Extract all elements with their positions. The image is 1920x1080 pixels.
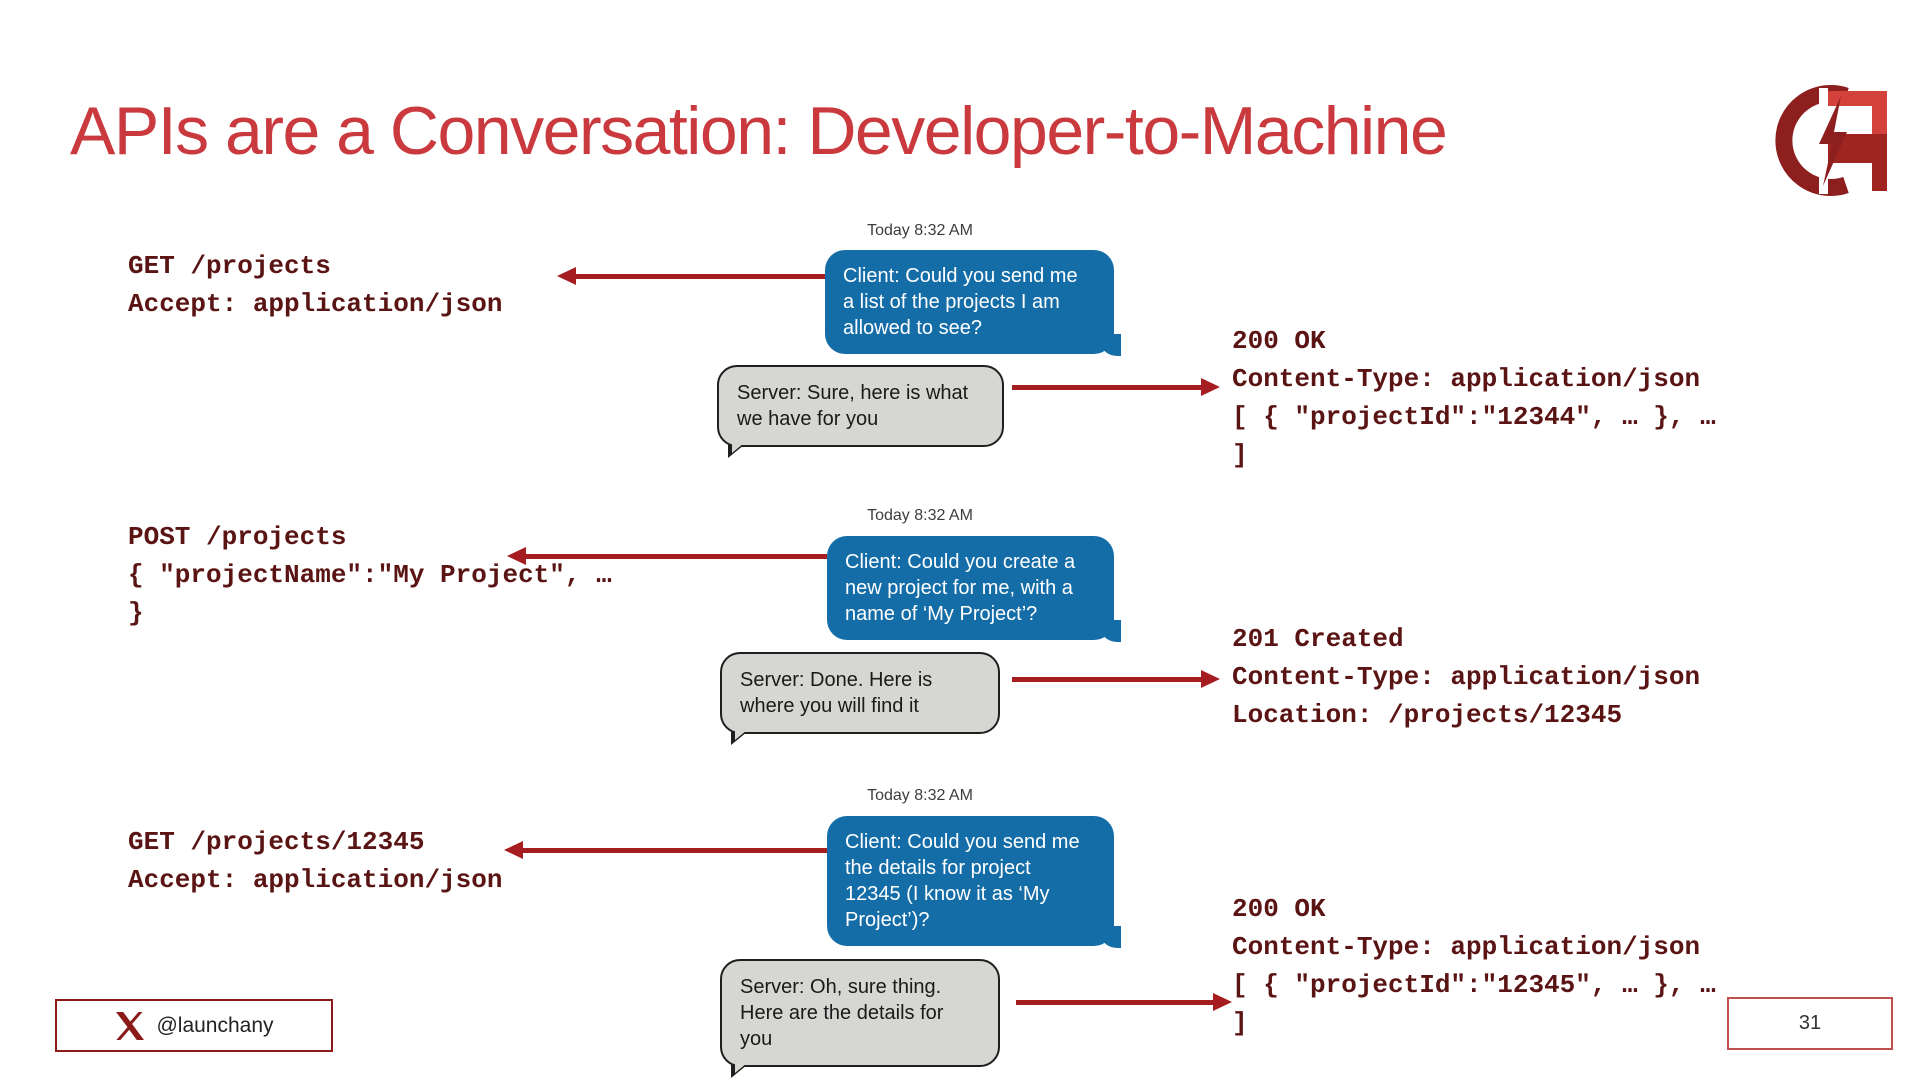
logo-top-bracket (1827, 91, 1887, 134)
page-number: 31 (1798, 1012, 1822, 1034)
request-code-2: POST /projects { "projectName":"My Proje… (128, 522, 612, 628)
client-bubble-2: Client: Could you create a new project f… (827, 536, 1135, 642)
response-code-3: 200 OK Content-Type: application/json [ … (1232, 894, 1716, 1038)
response-arrow-2 (1012, 670, 1220, 688)
request-code-3: GET /projects/12345 Accept: application/… (128, 827, 503, 895)
response-arrow-3 (1016, 993, 1232, 1011)
request-arrow-1 (557, 267, 827, 285)
response-arrow-1 (1012, 378, 1220, 396)
slide-title: APIs are a Conversation: Developer-to-Ma… (70, 93, 1448, 169)
response-code-1: 200 OK Content-Type: application/json [ … (1232, 326, 1716, 470)
logo-bottom-bracket (1827, 134, 1887, 191)
twitter-box: @launchany (55, 999, 333, 1052)
client-bubble-1: Client: Could you send me a list of the … (825, 250, 1135, 356)
timestamp-3: Today 8:32 AM (867, 787, 973, 804)
server-bubble-2: Server: Done. Here is where you will fin… (720, 652, 1000, 745)
request-arrow-3 (504, 841, 827, 859)
timestamp-2: Today 8:32 AM (867, 507, 973, 524)
timestamp-1: Today 8:32 AM (867, 222, 973, 239)
page-number-box: 31 (1727, 997, 1893, 1050)
server-bubble-3: Server: Oh, sure thing. Here are the det… (720, 959, 1000, 1078)
twitter-handle: @launchany (156, 1013, 274, 1037)
request-arrow-2 (507, 547, 827, 565)
client-bubble-3: Client: Could you send me the details fo… (827, 816, 1135, 948)
launchany-logo (1753, 82, 1895, 200)
x-twitter-icon (116, 1011, 145, 1040)
response-code-2: 201 Created Content-Type: application/js… (1232, 624, 1701, 730)
request-code-1: GET /projects Accept: application/json (128, 251, 503, 319)
logo-bolt (1819, 96, 1847, 186)
server-bubble-1: Server: Sure, here is what we have for y… (717, 365, 1004, 458)
